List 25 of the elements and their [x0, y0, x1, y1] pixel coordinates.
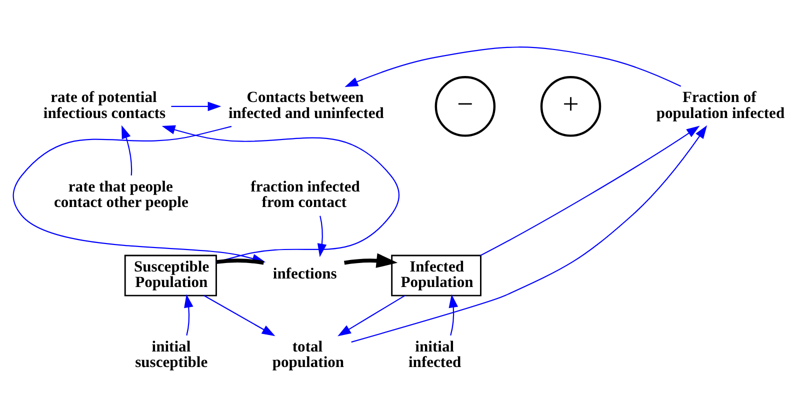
label: −: [457, 88, 474, 120]
node-text: total population: [272, 338, 344, 370]
connector: [216, 258, 264, 264]
node-box: Susceptible Population: [124, 254, 217, 296]
node-text: Fraction of population infected: [656, 88, 785, 122]
arrow: [122, 124, 132, 175]
arrow: [184, 294, 194, 336]
arrow: [338, 294, 406, 336]
arrow: [344, 46, 682, 86]
arrow: [317, 215, 327, 257]
label: +: [562, 88, 579, 120]
node-text: rate of potential infectious contacts: [43, 88, 166, 122]
arrow: [204, 294, 276, 336]
node-box: Infected Population: [391, 254, 482, 296]
node-text: Contacts between infected and uninfected: [228, 88, 384, 122]
arrow: [171, 101, 222, 111]
node-text: initial susceptible: [135, 338, 208, 370]
arrow: [480, 125, 700, 256]
arrow: [344, 252, 398, 268]
arrow: [448, 294, 458, 336]
node-text: fraction infected from contact: [250, 178, 360, 210]
arrow: [351, 124, 708, 342]
node-text: initial infected: [408, 338, 462, 370]
node-text: rate that people contact other people: [54, 178, 188, 210]
node-text: infections: [272, 265, 337, 282]
